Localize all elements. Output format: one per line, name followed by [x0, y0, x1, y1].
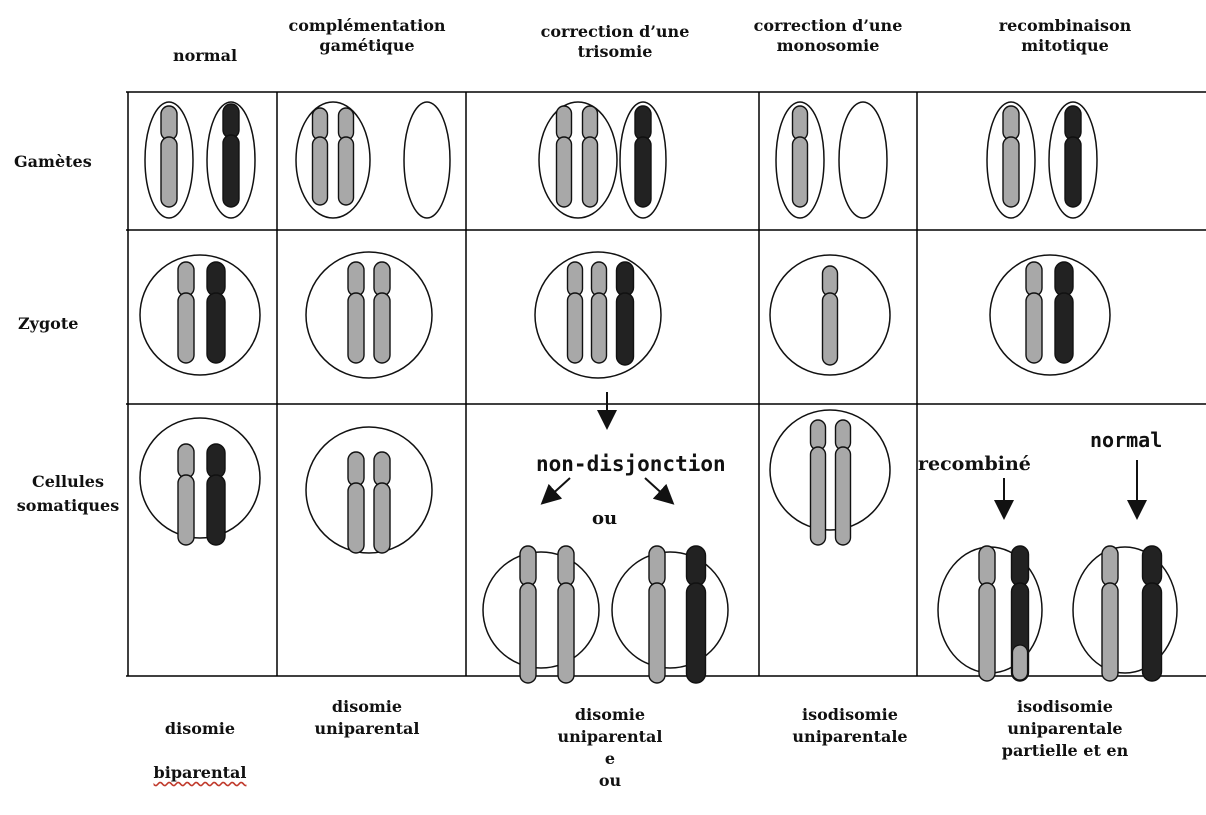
cell-zygote-gametic	[306, 252, 432, 378]
footer-normal: disomie biparental	[130, 696, 270, 784]
cell-somatic-gametic	[306, 427, 432, 553]
chromosome	[1026, 262, 1042, 363]
cell-zygote-normal	[140, 255, 260, 375]
footer-monosomy: isodisomie uniparentale	[770, 704, 930, 748]
label-normal-cell: normal	[1090, 428, 1162, 452]
chromosome	[635, 106, 651, 207]
cell-gamete-monosomy-empty	[839, 102, 887, 218]
chromosome	[793, 106, 808, 207]
chromosome	[374, 262, 390, 363]
chromosome	[339, 108, 354, 205]
cell-gamete-gametic-diploid	[296, 102, 370, 218]
chromosome	[1003, 106, 1019, 207]
chromosome	[811, 420, 826, 545]
footer-mitotic: isodisomie uniparentale partielle et en	[975, 696, 1155, 762]
chromosome	[568, 262, 583, 363]
chromosome	[178, 444, 194, 545]
chromosome	[836, 420, 851, 545]
chromosome	[1055, 262, 1073, 363]
chromosome	[1065, 106, 1081, 207]
chromosome	[348, 262, 364, 363]
chromosome	[979, 546, 995, 681]
chromosome	[823, 266, 838, 365]
footer-trisomy: disomie uniparental e ou	[530, 704, 690, 792]
chromosome	[687, 546, 706, 683]
chromosome	[374, 452, 390, 553]
label-or-trisomy: ou	[592, 508, 617, 529]
chromosome	[592, 262, 607, 363]
chromosome	[313, 108, 328, 205]
chromosome	[348, 452, 364, 553]
cell-somatic-monosomy	[770, 410, 890, 530]
cell-somatic-normal	[140, 418, 260, 538]
chromosome	[617, 262, 634, 365]
footer-normal-line1: disomie	[165, 719, 235, 738]
chromosome	[583, 106, 598, 207]
chromosome-layer	[140, 102, 1177, 683]
cell-somatic-trisomy-option-b	[612, 552, 728, 668]
chromosome	[520, 546, 536, 683]
footer-normal-line2: biparental	[154, 763, 247, 782]
cell-gamete-trisomy-diploid	[539, 102, 617, 218]
chromosome	[1143, 546, 1162, 681]
arrow-right	[645, 478, 667, 498]
cell-zygote-mitotic	[990, 255, 1110, 375]
label-nondisjunction: non-disjonction	[536, 452, 726, 476]
chromosome	[161, 106, 177, 207]
chromosome	[557, 106, 572, 207]
chromosome	[207, 262, 225, 363]
chromosome	[1102, 546, 1118, 681]
label-recombined: recombiné	[918, 453, 1031, 475]
chromosome	[1012, 546, 1029, 681]
chromosome	[178, 262, 194, 363]
cell-gamete-gametic-empty	[404, 102, 450, 218]
chromosome	[558, 546, 574, 683]
chromosome	[649, 546, 665, 683]
cell-somatic-trisomy-option-a	[483, 552, 599, 668]
arrow-left	[548, 478, 570, 498]
chromosome	[207, 444, 225, 545]
chromosome	[223, 104, 239, 207]
footer-gametic: disomie uniparental	[287, 696, 447, 740]
